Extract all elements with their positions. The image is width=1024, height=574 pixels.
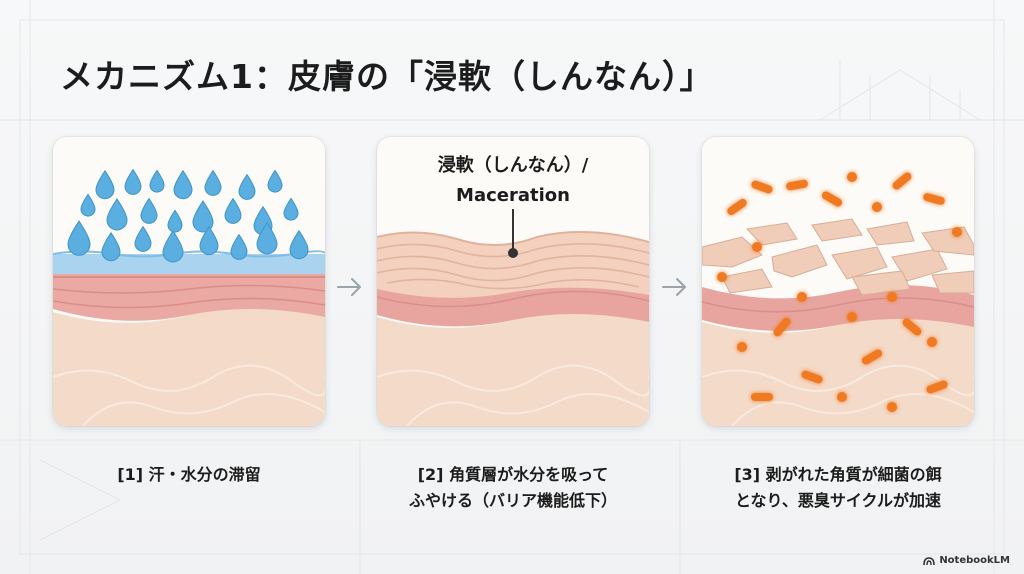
panel-macerated-skin: 浸軟（しんなん）/ Maceration — [377, 137, 649, 426]
caption-line: [3] 剥がれた角質が細菌の餌 — [734, 465, 942, 484]
bacterium-icon — [801, 370, 823, 384]
water-droplet-icon — [124, 168, 142, 195]
water-droplet-icon — [256, 222, 278, 255]
water-droplet-icon — [267, 169, 283, 193]
water-droplet-icon — [149, 169, 165, 193]
caption-line: [2] 角質層が水分を吸って — [417, 465, 609, 484]
bacterium-icon — [926, 380, 948, 394]
water-droplet-icon — [283, 197, 299, 221]
caption-sweat-retention: [1] 汗・水分の滞留 — [39, 462, 339, 488]
panel-bacteria-growth — [702, 137, 974, 426]
sweat-retention-illustration — [53, 137, 325, 426]
bacterium-icon — [952, 227, 962, 237]
notebooklm-logo-icon — [923, 556, 936, 565]
slide-title: メカニズム1：皮膚の「浸軟（しんなん）」 — [60, 57, 714, 96]
bacterium-icon — [773, 317, 791, 337]
bacteria-cluster — [717, 172, 962, 412]
water-droplets — [67, 168, 309, 263]
bacterium-icon — [923, 193, 945, 205]
caption-line: ふやける（バリア機能低下） — [408, 491, 617, 510]
caption-maceration: [2] 角質層が水分を吸って ふやける（バリア機能低下） — [363, 462, 663, 514]
bacterium-icon — [847, 172, 857, 182]
maceration-illustration — [377, 137, 649, 426]
water-droplet-icon — [67, 220, 91, 256]
water-droplet-icon — [204, 169, 222, 196]
water-droplet-icon — [224, 197, 242, 224]
water-droplet-icon — [167, 209, 183, 233]
bacterium-icon — [887, 292, 897, 302]
bacterium-icon — [927, 337, 937, 347]
bacterium-icon — [872, 202, 882, 212]
water-droplet-icon — [230, 233, 248, 260]
bacterium-icon — [847, 312, 857, 322]
bacterium-icon — [786, 179, 808, 191]
water-droplet-icon — [95, 169, 115, 200]
arrow-right-icon — [662, 278, 686, 296]
arrow-right-icon — [337, 278, 361, 296]
bacterium-icon — [751, 180, 773, 194]
bacterium-icon — [797, 292, 807, 302]
notebooklm-brand: NotebookLM — [923, 555, 1010, 566]
water-droplet-icon — [192, 200, 214, 233]
water-droplet-icon — [238, 173, 256, 200]
bacterium-icon — [902, 318, 922, 336]
caption-line: となり、悪臭サイクルが加速 — [734, 491, 942, 510]
bacteria-illustration — [702, 137, 974, 426]
bacterium-icon — [752, 242, 762, 252]
bacterium-icon — [751, 393, 773, 401]
bacterium-icon — [737, 342, 747, 352]
bacterium-icon — [887, 402, 897, 412]
brand-label: NotebookLM — [939, 555, 1010, 566]
caption-line: [1] 汗・水分の滞留 — [117, 465, 261, 484]
water-droplet-icon — [134, 225, 152, 252]
bacterium-icon — [892, 172, 912, 190]
water-droplet-icon — [162, 230, 184, 263]
bacterium-icon — [727, 198, 747, 216]
water-droplet-icon — [173, 169, 193, 200]
water-droplet-icon — [140, 197, 158, 224]
water-droplet-icon — [101, 231, 121, 262]
bacterium-icon — [717, 272, 727, 282]
bacterium-icon — [861, 349, 883, 365]
panel-sweat-retention — [53, 137, 325, 426]
water-droplet-icon — [199, 225, 219, 256]
maceration-callout: 浸軟（しんなん）/ Maceration — [377, 151, 649, 211]
callout-line-1: 浸軟（しんなん）/ — [437, 155, 589, 176]
caption-bacteria-cycle: [3] 剥がれた角質が細菌の餌 となり、悪臭サイクルが加速 — [688, 462, 988, 514]
water-droplet-icon — [106, 198, 128, 231]
callout-line-2: Maceration — [456, 185, 570, 206]
bacterium-icon — [821, 191, 843, 207]
water-droplet-icon — [289, 229, 309, 260]
water-droplet-icon — [80, 193, 96, 217]
bacterium-icon — [837, 392, 847, 402]
